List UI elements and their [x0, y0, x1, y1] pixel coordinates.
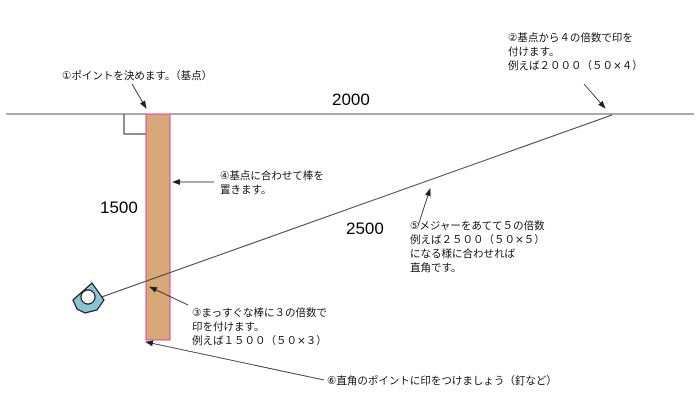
note-3-line-2: 印を付けます。	[192, 321, 265, 333]
note-6: ⑥直角のポイントに印をつけましょう（釘など）	[327, 375, 557, 387]
arrow-1	[131, 83, 147, 109]
note-4: ④基点に合わせて棒を 置きます。	[220, 169, 324, 197]
note-5-line-4: 直角です。	[410, 262, 462, 274]
dimension-hypotenuse-label: 2500	[346, 219, 384, 238]
note-2-line-1: ②基点から４の倍数で印を	[508, 32, 633, 44]
note-1: ①ポイントを決めます。（基点）	[62, 70, 213, 82]
note-3-line-1: ③まっすぐな棒に３の倍数で	[192, 307, 327, 319]
note-3-line-3: 例えば１５００（５０×３）	[192, 335, 327, 347]
note-2-line-2: 付けます。	[508, 46, 560, 58]
note-2: ②基点から４の倍数で印を 付けます。 例えば２０００（５０×４）	[508, 31, 643, 73]
note-3: ③まっすぐな棒に３の倍数で 印を付けます。 例えば１５００（５０×３）	[192, 306, 327, 348]
note-5-line-1: ⑤メジャーをあてて５の倍数	[410, 220, 545, 232]
dimension-base-label: 2000	[332, 90, 370, 109]
note-4-line-1: ④基点に合わせて棒を	[220, 170, 324, 182]
note-5: ⑤メジャーをあてて５の倍数 例えば２５００（５０×５） になる様に合わせれば 直…	[410, 219, 545, 275]
note-5-line-3: になる様に合わせれば	[410, 248, 515, 260]
tape-measure-icon	[72, 282, 105, 314]
wooden-post	[145, 113, 171, 341]
note-2-line-3: 例えば２０００（５０×４）	[508, 60, 643, 72]
arrow-6	[145, 340, 325, 381]
note-4-line-2: 置きます。	[220, 184, 272, 196]
note-5-line-2: 例えば２５００（５０×５）	[410, 234, 545, 246]
dimension-height-label: 1500	[100, 198, 138, 217]
arrow-2	[583, 83, 606, 109]
arrow-3	[149, 286, 189, 306]
arrow-5	[417, 188, 431, 227]
hypotenuse-line	[95, 114, 613, 300]
right-angle-mark-icon	[123, 114, 146, 135]
